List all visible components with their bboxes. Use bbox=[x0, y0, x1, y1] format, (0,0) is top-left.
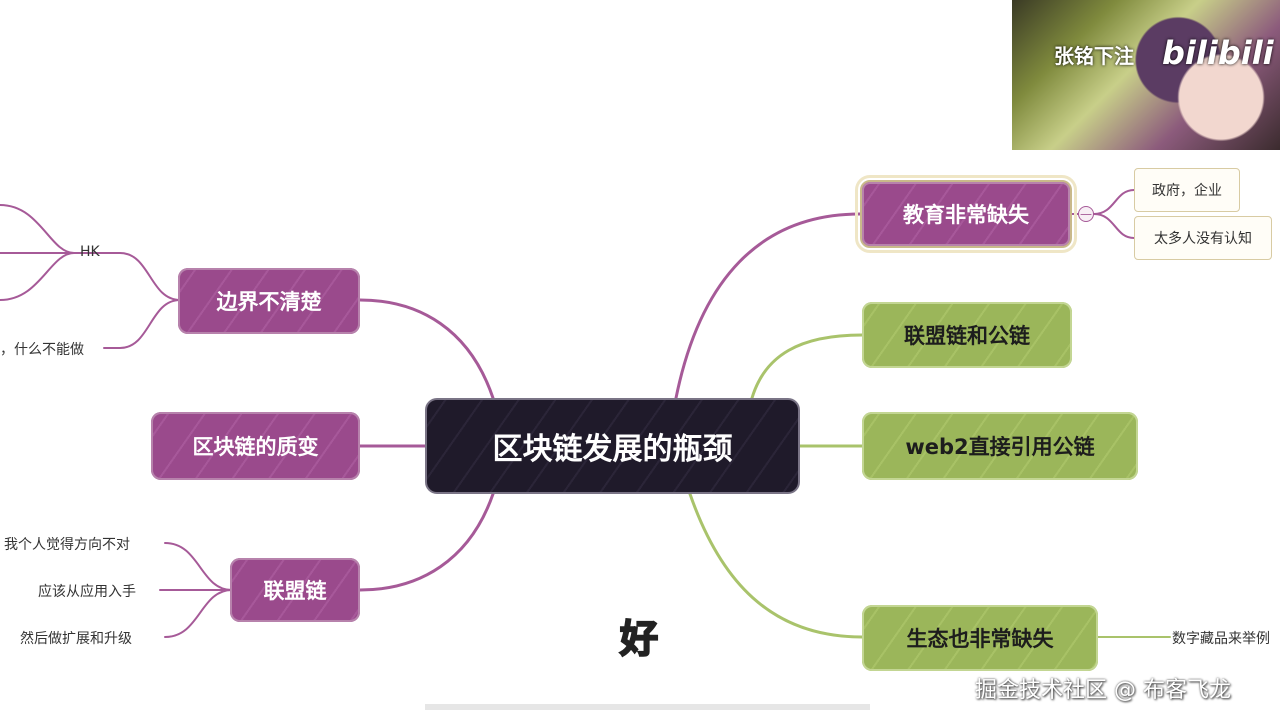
collapse-toggle-symbol: — bbox=[1080, 208, 1092, 220]
node-consortium-and-public-chain-label: 联盟链和公链 bbox=[904, 320, 1030, 350]
leaf-what-cannot-do[interactable]: ，什么不能做 bbox=[0, 339, 84, 359]
edge-center-boundary bbox=[360, 300, 493, 398]
bottom-divider bbox=[425, 704, 870, 710]
node-consortium-and-public-chain[interactable]: 联盟链和公链 bbox=[862, 302, 1072, 368]
node-center-topic[interactable]: 区块链发展的瓶颈 bbox=[425, 398, 800, 494]
node-blockchain-quality-change[interactable]: 区块链的质变 bbox=[151, 412, 360, 480]
leaf-expand-upgrade[interactable]: 然后做扩展和升级 bbox=[20, 628, 132, 648]
leaf-digital-collectibles[interactable]: 数字藏品来举例 bbox=[1172, 628, 1270, 648]
bilibili-logo: bilibili bbox=[1162, 34, 1274, 72]
node-boundary-unclear[interactable]: 边界不清楚 bbox=[178, 268, 360, 334]
node-boundary-unclear-label: 边界不清楚 bbox=[217, 286, 322, 316]
node-education-lacking-label: 教育非常缺失 bbox=[903, 199, 1029, 229]
video-subtitle: 好 bbox=[620, 608, 658, 663]
watermark-text: 掘金技术社区 @ 布客飞龙 bbox=[975, 672, 1231, 704]
thumbnail-caption: 张铭下注 bbox=[1054, 40, 1134, 69]
edge-center-consortium bbox=[360, 494, 493, 590]
node-consortium-chain[interactable]: 联盟链 bbox=[230, 558, 360, 622]
node-ecosystem-lacking-label: 生态也非常缺失 bbox=[907, 623, 1054, 653]
node-ecosystem-lacking[interactable]: 生态也非常缺失 bbox=[862, 605, 1098, 671]
collapse-toggle-icon[interactable]: — bbox=[1078, 206, 1094, 222]
node-education-lacking[interactable]: 教育非常缺失 bbox=[860, 180, 1072, 248]
leaf-hk[interactable]: HK bbox=[80, 244, 100, 260]
node-web2-direct-public-chain[interactable]: web2直接引用公链 bbox=[862, 412, 1138, 480]
node-center-topic-label: 区块链发展的瓶颈 bbox=[493, 424, 733, 468]
node-consortium-chain-label: 联盟链 bbox=[264, 575, 327, 605]
leaf-many-people-unaware[interactable]: 太多人没有认知 bbox=[1134, 216, 1272, 260]
edge-center-education bbox=[676, 214, 860, 398]
node-blockchain-quality-change-label: 区块链的质变 bbox=[193, 431, 319, 461]
leaf-start-from-app[interactable]: 应该从应用入手 bbox=[38, 581, 136, 601]
video-thumbnail: 张铭下注 bilibili bbox=[1012, 0, 1280, 150]
edge-center-ecosystem bbox=[690, 494, 862, 637]
leaf-government-enterprise[interactable]: 政府，企业 bbox=[1134, 168, 1240, 212]
leaf-direction-wrong[interactable]: 我个人觉得方向不对 bbox=[4, 534, 130, 554]
edge-center-consortium-public bbox=[752, 335, 862, 398]
node-web2-direct-public-chain-label: web2直接引用公链 bbox=[905, 431, 1094, 461]
